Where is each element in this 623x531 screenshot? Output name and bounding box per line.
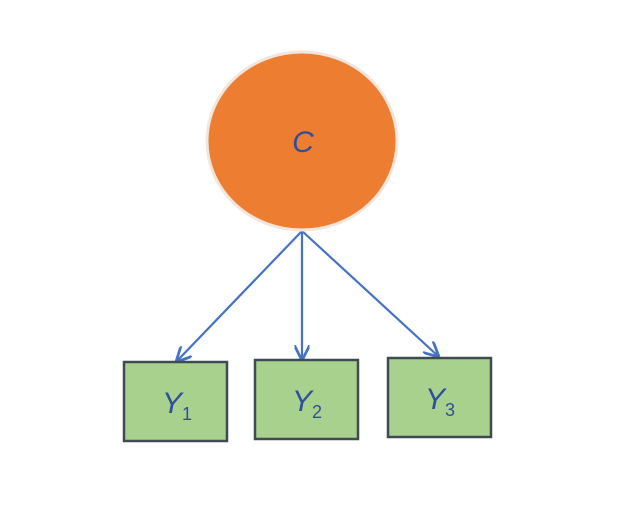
indicator-node-y3: Y3	[386, 356, 493, 439]
indicator-label: Y	[162, 387, 184, 420]
indicator-subscript: 2	[312, 402, 322, 422]
svg-text:Y2: Y2	[292, 385, 322, 422]
svg-text:Y3: Y3	[425, 383, 455, 420]
indicator-subscript: 1	[182, 404, 192, 424]
indicator-node-y1: Y1	[122, 360, 229, 443]
indicator-label: Y	[425, 383, 447, 416]
indicator-label: Y	[292, 385, 314, 418]
indicator-node-shape	[386, 356, 493, 439]
indicator-node-shape	[253, 358, 360, 441]
indicator-subscript: 3	[445, 400, 455, 420]
indicator-node-y2: Y2	[253, 358, 360, 441]
latent-node-shape	[205, 50, 399, 232]
latent-node-label: C	[292, 126, 314, 159]
edge-c-to-y1	[177, 230, 303, 361]
edge-c-to-y3	[301, 230, 438, 356]
svg-text:Y1: Y1	[162, 387, 192, 424]
indicator-node-shape	[122, 360, 229, 443]
latent-node-c: C	[205, 50, 399, 232]
edges	[177, 230, 438, 361]
